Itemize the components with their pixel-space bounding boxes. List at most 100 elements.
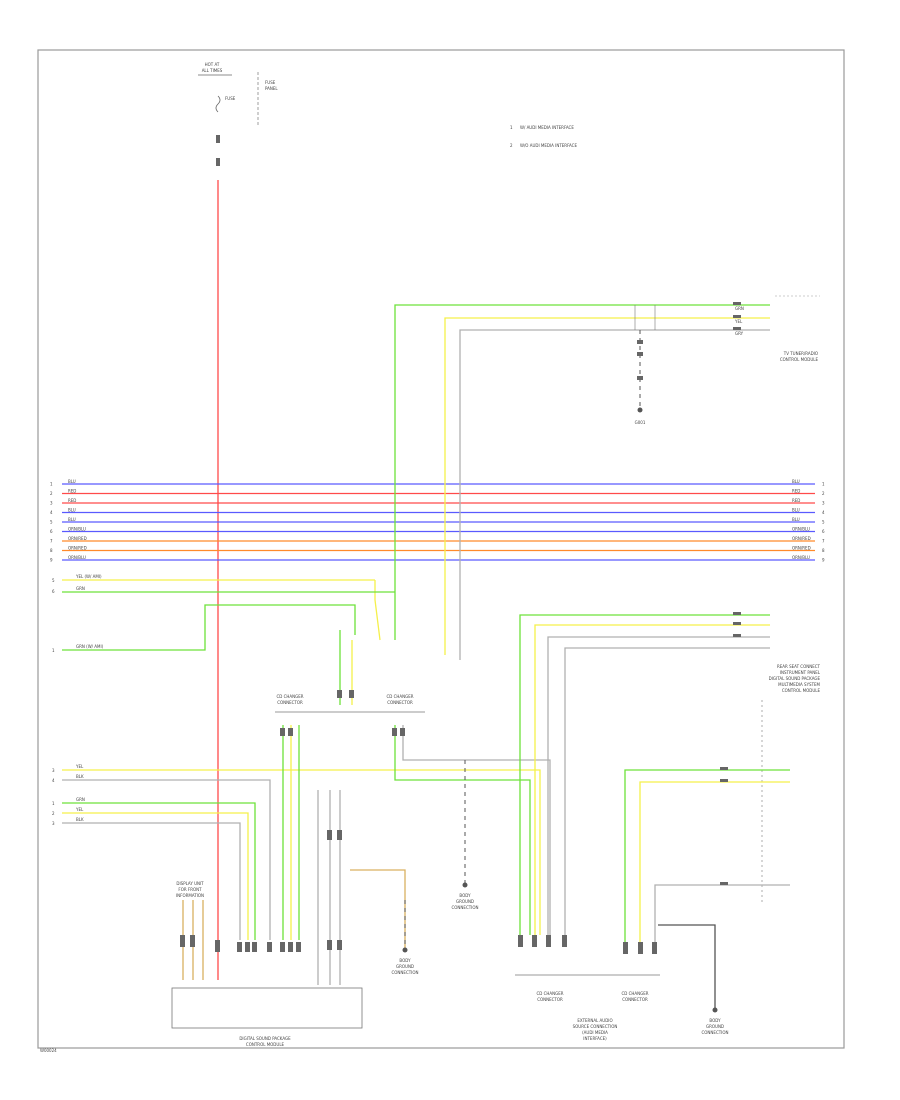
bus-wire-label-9-right: ORN/BLU: [792, 555, 810, 560]
ground-1-label-2: GROUND: [456, 899, 474, 904]
fuse-label-1: HOT AT: [205, 62, 220, 67]
bus-wire-label-3-right: RED: [792, 498, 800, 503]
splice-3-label-1: CD CHANGER: [536, 991, 563, 996]
ext-audio-4: INTERFACE): [583, 1036, 607, 1041]
svg-text:3: 3: [52, 768, 55, 773]
fuse-name: FUSE: [225, 96, 236, 101]
left-sig-6: GRN: [76, 797, 85, 802]
bus-wire-label-6-left: ORN/BLU: [68, 527, 86, 532]
tv-conn-grn: GRN: [735, 306, 744, 311]
bus-wire-label-5-right: BLU: [792, 517, 800, 522]
legend-num-1: 1: [510, 125, 513, 130]
bus-wire-label-8-left: ORN/RED: [68, 546, 87, 551]
splice-1-label-1: CD CHANGER: [276, 694, 303, 699]
left-sig-2: GRN: [76, 586, 85, 591]
fuse-label-2: ALL TIMES: [202, 68, 223, 73]
fuse-panel-2: PANEL: [265, 86, 278, 91]
bus-wire-pin-9-right: 9: [822, 558, 825, 563]
fuse-block: HOT AT ALL TIMES FUSE PANEL FUSE: [198, 62, 278, 166]
bus-wire-pin-5-left: 5: [50, 520, 53, 525]
ground-2-label-2: GROUND: [396, 964, 414, 969]
ground-3-label-2: GROUND: [706, 1024, 724, 1029]
bus-wire-pin-7-right: 7: [822, 539, 825, 544]
rear-seat-4: MULTIMEDIA SYSTEM: [778, 682, 820, 687]
tv-tuner-module: GRN YEL GRY TV TUNER/RADIO CONTROL MODUL…: [394, 295, 820, 660]
bus-wire-pin-6-left: 6: [50, 529, 53, 534]
left-sig-1: YEL (W/ AMI): [75, 574, 102, 579]
legend-text-1: W/ AUDI MEDIA INTERFACE: [520, 125, 574, 130]
bus-wire-pin-2-left: 2: [50, 491, 53, 496]
ground-3-label-1: BODY: [709, 1018, 721, 1023]
left-sig-7: YEL: [75, 807, 84, 812]
bus-wire-pin-3-right: 3: [822, 501, 825, 506]
splice-1-label-2: CONNECTOR: [277, 700, 303, 705]
bus-wire-label-4-right: BLU: [792, 508, 800, 513]
splice-2-label-1: CD CHANGER: [386, 694, 413, 699]
rear-seat-2: INSTRUMENT PANEL: [780, 670, 821, 675]
rear-seat-5: CONTROL MODULE: [782, 688, 821, 693]
legend: 1 W/ AUDI MEDIA INTERFACE 2 W/O AUDI MED…: [510, 125, 577, 148]
ext-audio-3: (AUDI MEDIA: [582, 1030, 608, 1035]
display-unit-3: INFORMATION: [176, 893, 204, 898]
tv-tuner-label-1: TV TUNER/RADIO: [783, 351, 818, 356]
ground-2-label-3: CONNECTION: [391, 970, 418, 975]
bus-wire-pin-1-right: 1: [822, 482, 825, 487]
ground-top-label: G001: [635, 420, 646, 425]
bus-wire-label-3-left: RED: [68, 498, 76, 503]
footer-code: W00024: [40, 1048, 57, 1053]
svg-text:2: 2: [52, 811, 55, 816]
fuse-panel-1: FUSE: [265, 80, 276, 85]
ext-audio-1: EXTERNAL AUDIO: [577, 1018, 612, 1023]
svg-text:3: 3: [52, 821, 55, 826]
bus-wire-label-7-right: ORN/RED: [792, 536, 811, 541]
left-sig-3: GRN (W/ AMI): [76, 644, 104, 649]
bus-wire-pin-4-right: 4: [822, 510, 825, 515]
svg-text:5: 5: [52, 578, 55, 583]
bus-wire-label-6-right: ORN/BLU: [792, 527, 810, 532]
splice-4-label-1: CD CHANGER: [621, 991, 648, 996]
ext-audio-2: SOURCE CONNECTION: [573, 1024, 618, 1029]
cd-changer-connectors: CD CHANGER CONNECTOR CD CHANGER CONNECTO…: [275, 630, 551, 940]
ground-3-label-3: CONNECTION: [701, 1030, 728, 1035]
digital-sound-label-1: DIGITAL SOUND PACKAGE: [239, 1036, 291, 1041]
splice-3-label-2: CONNECTOR: [537, 997, 563, 1002]
legend-text-2: W/O AUDI MEDIA INTERFACE: [520, 143, 577, 148]
bus-wire-pin-9-left: 9: [50, 558, 53, 563]
rear-seat-1: REAR SEAT CONNECT: [777, 664, 821, 669]
bus-wire-label-2-left: RED: [68, 489, 76, 494]
left-signal-wires: 5 YEL (W/ AMI) 6 GRN 1 GRN (W/ AMI) 3 YE…: [52, 574, 541, 940]
left-sig-8: BLK: [76, 817, 84, 822]
bus-wire-pin-1-left: 1: [50, 482, 53, 487]
bus-wire-pin-5-right: 5: [822, 520, 825, 525]
ground-1-label-1: BODY: [459, 893, 471, 898]
rear-seat-3: DIGITAL SOUND PACKAGE: [769, 676, 821, 681]
bus-wire-pin-2-right: 2: [822, 491, 825, 496]
svg-text:4: 4: [52, 778, 55, 783]
bus-wire-label-1-left: BLU: [68, 479, 76, 484]
left-sig-4: YEL: [75, 764, 84, 769]
display-unit-2: FOR FRONT: [178, 887, 202, 892]
svg-text:6: 6: [52, 589, 55, 594]
left-sig-5: BLK: [76, 774, 84, 779]
svg-text:1: 1: [52, 801, 55, 806]
bus-wire-label-1-right: BLU: [792, 479, 800, 484]
bus-wire-pin-6-right: 6: [822, 529, 825, 534]
bus-wire-label-4-left: BLU: [68, 508, 76, 513]
bus-wire-label-5-left: BLU: [68, 517, 76, 522]
bus-wire-label-2-right: RED: [792, 489, 800, 494]
digital-sound-label-2: CONTROL MODULE: [246, 1042, 285, 1047]
display-unit-1: DISPLAY UNIT: [176, 881, 204, 886]
tv-conn-gry: GRY: [735, 331, 744, 336]
bus-wire-label-8-right: ORN/RED: [792, 546, 811, 551]
rear-seat-connect: REAR SEAT CONNECT INSTRUMENT PANEL DIGIT…: [515, 612, 821, 1041]
bus-wire-pin-8-right: 8: [822, 548, 825, 553]
splice-2-label-2: CONNECTOR: [387, 700, 413, 705]
tv-tuner-label-2: CONTROL MODULE: [780, 357, 819, 362]
ground-1-label-3: CONNECTION: [451, 905, 478, 910]
bus-wire-label-7-left: ORN/RED: [68, 536, 87, 541]
svg-text:1: 1: [52, 648, 55, 653]
diagram-frame: [37, 49, 845, 1049]
bus-wire-pin-4-left: 4: [50, 510, 53, 515]
